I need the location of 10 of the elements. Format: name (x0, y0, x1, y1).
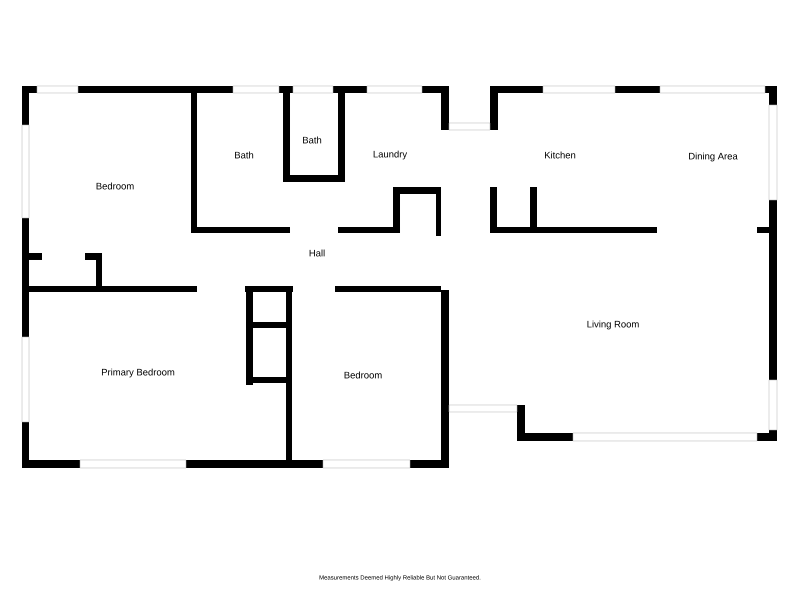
room-label: Laundry (374, 150, 408, 160)
room-label: Primary Bedroom (102, 368, 174, 378)
room-label: Hall (310, 250, 325, 256)
room-label: Bedroom (96, 182, 134, 190)
room-label: Living Room (587, 320, 639, 330)
room-label: Dining Area (689, 152, 738, 162)
room-label: Bath (303, 136, 322, 144)
room-label: Bath (235, 152, 254, 158)
room-label: Kitchen (545, 152, 576, 158)
room-label: Bedroom (344, 372, 382, 378)
